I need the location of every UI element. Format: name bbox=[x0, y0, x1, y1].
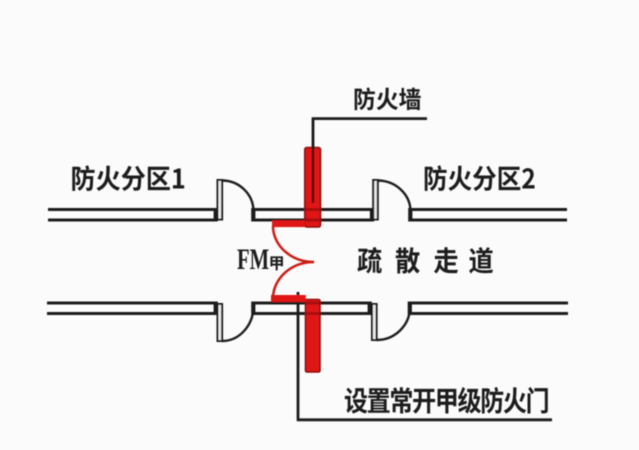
svg-text:FM: FM bbox=[237, 242, 269, 276]
